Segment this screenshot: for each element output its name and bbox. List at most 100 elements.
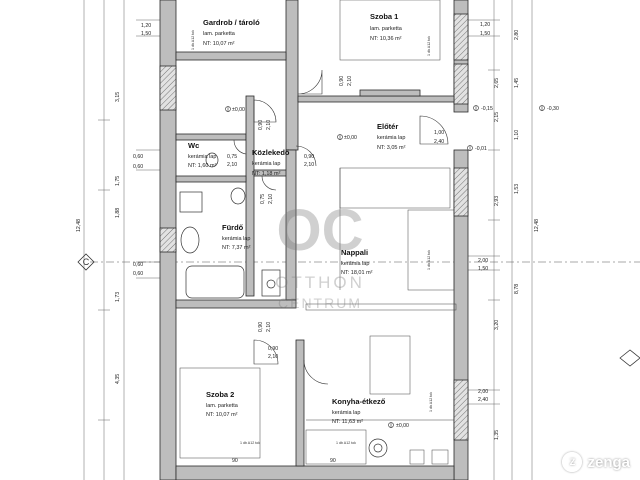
room-name-konyha: Konyha-étkező xyxy=(332,397,386,406)
axis-c xyxy=(77,253,640,271)
svg-text:1,50: 1,50 xyxy=(478,266,488,272)
room-kozlekedo: Közlekedő kerámia lap NT: 1,18 m² xyxy=(252,148,290,177)
level-6: ±0,00 xyxy=(396,423,409,429)
room-name-szoba2: Szoba 2 xyxy=(206,390,234,399)
level-2: ±0,00 xyxy=(344,135,357,141)
level-5: -0,01 xyxy=(475,146,487,152)
level-4: -0,30 xyxy=(547,106,559,112)
door-dimension-labels: 0,90 2,10 0,90 2,10 0,75 2,10 0,90 2,10 … xyxy=(227,76,444,360)
zenga-wordmark: zenga xyxy=(587,453,630,471)
left-dimension-labels: 1,20 1,50 3,15 0,60 0,60 1,75 1,88 12,48… xyxy=(76,23,151,384)
room-eloter: Előtér kerámia lap NT: 3,05 m² xyxy=(377,122,406,151)
kitchen-fixtures xyxy=(305,429,388,465)
svg-text:3,20: 3,20 xyxy=(494,320,500,330)
svg-text:2,10: 2,10 xyxy=(268,194,274,204)
svg-text:1 db A12 tok: 1 db A12 tok xyxy=(427,250,431,270)
window-hatches xyxy=(159,13,469,441)
svg-text:2,80: 2,80 xyxy=(514,30,520,40)
svg-text:1,50: 1,50 xyxy=(141,31,151,37)
svg-text:1,00: 1,00 xyxy=(434,130,444,136)
svg-text:2,10: 2,10 xyxy=(227,162,237,168)
room-name-gardrob: Gardrob / tároló xyxy=(203,18,260,27)
svg-text:1,20: 1,20 xyxy=(141,23,151,29)
room-area-furdo: NT: 7,37 m² xyxy=(222,245,251,251)
zenga-logo-icon: Z xyxy=(562,452,583,472)
window-notes: 1 db A12 tok 1 db A12 tok 1 db A12 tok 1… xyxy=(191,30,433,445)
room-name-kozlekedo: Közlekedő xyxy=(252,148,290,157)
watermark-line2: CENTRUM xyxy=(278,295,362,311)
svg-text:0,90: 0,90 xyxy=(258,322,264,332)
room-name-eloter: Előtér xyxy=(377,122,398,131)
svg-text:1,20: 1,20 xyxy=(480,22,490,28)
level-markers: ±0,00 ±0,00 -0,15 -0,30 -0,01 ±0,00 xyxy=(225,105,559,429)
room-name-wc: Wc xyxy=(188,141,199,150)
room-floor-gardrob: lam. parketta xyxy=(203,31,236,37)
left-dimension-lines xyxy=(83,0,160,480)
room-name-szoba1: Szoba 1 xyxy=(370,12,398,21)
doors xyxy=(233,69,449,385)
room-name-furdo: Fürdő xyxy=(222,223,244,232)
svg-text:1 db A12 tok: 1 db A12 tok xyxy=(336,441,356,445)
room-area-eloter: NT: 3,05 m² xyxy=(377,145,406,151)
svg-text:1,75: 1,75 xyxy=(115,176,121,186)
room-area-kozlekedo: NT: 1,18 m² xyxy=(252,171,281,177)
bed-szoba2 xyxy=(179,367,261,459)
svg-text:2,00: 2,00 xyxy=(478,389,488,395)
svg-text:1,50: 1,50 xyxy=(480,31,490,37)
svg-text:1,73: 1,73 xyxy=(115,292,121,302)
axis-label-left: C xyxy=(83,257,90,267)
svg-text:2,40: 2,40 xyxy=(478,397,488,403)
svg-text:8,78: 8,78 xyxy=(514,284,520,294)
svg-text:1,53: 1,53 xyxy=(514,184,520,194)
room-konyha: Konyha-étkező kerámia lap NT: 11,63 m² xyxy=(332,397,386,425)
watermark-line1: OTTHON xyxy=(275,273,365,292)
room-gardrob: Gardrob / tároló lam. parketta NT: 10,07… xyxy=(203,18,260,47)
room-floor-nappali: kerámia lap xyxy=(341,261,369,267)
room-floor-szoba2: lam. parketta xyxy=(206,403,239,409)
room-nappali: Nappali kerámia lap NT: 18,01 m² xyxy=(341,248,373,276)
svg-text:2,00: 2,00 xyxy=(478,258,488,264)
bottom-dimension-labels: 90 90 xyxy=(232,458,336,464)
room-floor-furdo: kerámia lap xyxy=(222,236,250,242)
level-1: ±0,00 xyxy=(232,107,245,113)
svg-text:2,10: 2,10 xyxy=(266,120,272,130)
svg-text:1,10: 1,10 xyxy=(514,130,520,140)
bed-szoba1 xyxy=(339,0,441,61)
right-dimension-lines xyxy=(468,0,533,480)
interior-walls xyxy=(175,89,455,467)
room-floor-eloter: kerámia lap xyxy=(377,135,405,141)
otthon-centrum-watermark: OC OTTHON CENTRUM xyxy=(275,198,365,311)
level-3: -0,15 xyxy=(481,106,493,112)
svg-text:1 db A12 tok: 1 db A12 tok xyxy=(429,392,433,412)
svg-text:3,15: 3,15 xyxy=(115,92,121,102)
svg-text:1 db A12 tok: 1 db A12 tok xyxy=(427,36,431,56)
svg-text:0,90: 0,90 xyxy=(304,154,314,160)
right-dimension-labels: 1,20 1,50 2,80 2,65 1,45 2,15 1,10 2,93 … xyxy=(478,22,540,440)
room-szoba2: Szoba 2 lam. parketta NT: 10,07 m² xyxy=(206,390,239,418)
svg-text:2,15: 2,15 xyxy=(494,112,500,122)
room-area-gardrob: NT: 10,07 m² xyxy=(203,41,235,47)
room-area-szoba1: NT: 10,36 m² xyxy=(370,36,402,42)
svg-text:12,48: 12,48 xyxy=(76,219,82,232)
room-furdo: Fürdő kerámia lap NT: 7,37 m² xyxy=(222,223,251,251)
room-wc: Wc kerámia lap NT: 1,60 m² xyxy=(188,141,217,169)
svg-text:1 db A12 tok: 1 db A12 tok xyxy=(240,441,260,445)
zenga-brand: Z zenga xyxy=(562,452,630,472)
svg-text:2,10: 2,10 xyxy=(304,162,314,168)
svg-text:0,60: 0,60 xyxy=(133,262,143,268)
room-name-nappali: Nappali xyxy=(341,248,368,257)
svg-text:1 db A12 tok: 1 db A12 tok xyxy=(191,30,195,50)
svg-text:2,10: 2,10 xyxy=(268,354,278,360)
room-area-konyha: NT: 11,63 m² xyxy=(332,419,363,425)
interior-lines xyxy=(305,167,457,465)
room-area-wc: NT: 1,60 m² xyxy=(188,163,217,169)
svg-text:0,90: 0,90 xyxy=(268,346,278,352)
room-floor-szoba1: lam. parketta xyxy=(370,26,403,32)
svg-text:1,35: 1,35 xyxy=(494,430,500,440)
room-floor-wc: kerámia lap xyxy=(188,154,216,160)
svg-text:0,75: 0,75 xyxy=(260,194,266,204)
svg-text:0,90: 0,90 xyxy=(339,76,345,86)
svg-text:2,10: 2,10 xyxy=(347,76,353,86)
svg-text:0,60: 0,60 xyxy=(133,271,143,277)
